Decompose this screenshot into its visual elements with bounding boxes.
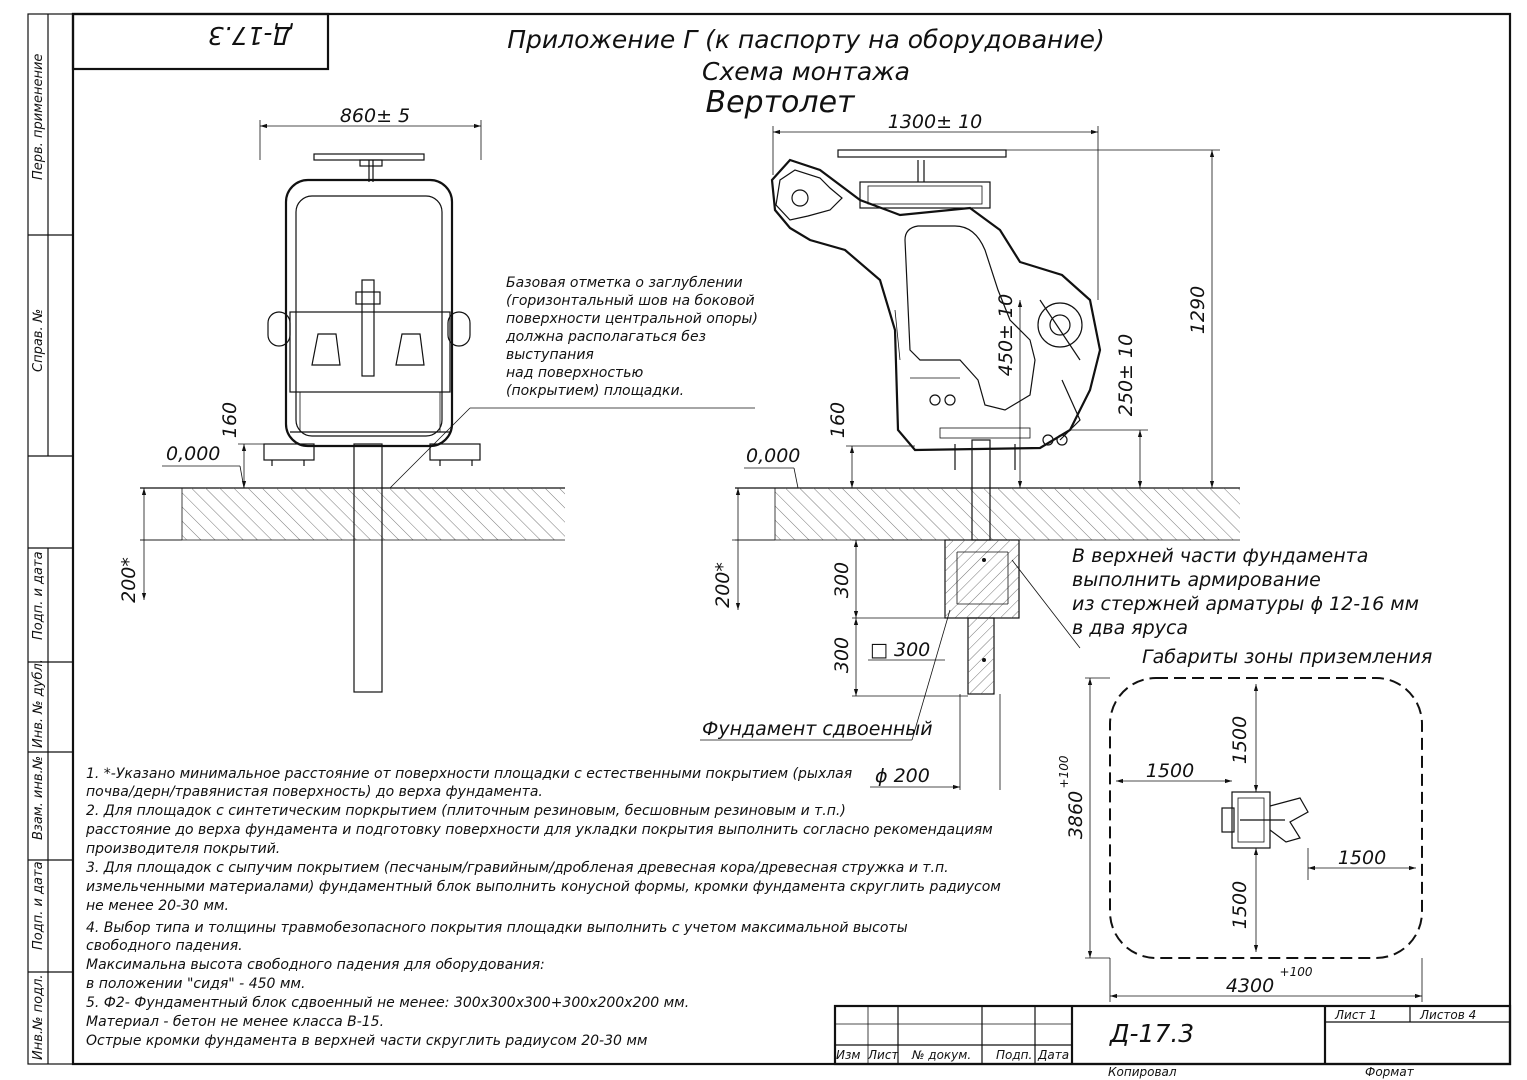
zone-machine-plan [1221, 791, 1309, 849]
found-square: □ 300 [870, 639, 930, 661]
front-cabin-frame [284, 178, 454, 448]
tb-sheet: Лист 1 [1334, 1008, 1377, 1022]
title-line-2: Схема монтажа [702, 57, 910, 86]
tb-sheets: Листов 4 [1419, 1008, 1476, 1022]
front-height-160: 160 [219, 402, 241, 438]
stamp-code-box: Д-17.3 [71, 12, 330, 71]
front-rotor [313, 153, 425, 161]
zone-height-dim: 3860 [1065, 791, 1087, 839]
side-seat-450: 450± 10 [995, 294, 1017, 376]
note-line: в положении "сидя" - 450 мм. [86, 976, 305, 992]
zone-width-dim: 4300 [1226, 975, 1274, 997]
tb-sign: Подп. [996, 1048, 1032, 1062]
zone-height-tol: +100 [1057, 755, 1071, 788]
side-width-dim: 1300± 10 [888, 111, 983, 133]
front-width-dim: 860± 5 [340, 105, 410, 127]
landing-zone: Габариты зоны приземления 1500 1500 1500… [1057, 646, 1432, 1002]
base-note-5: выступания [506, 347, 594, 363]
rebar-note-2: выполнить армирование [1072, 569, 1321, 591]
tb-doc: № докум. [911, 1048, 971, 1062]
note-line: свободного падения. [86, 938, 243, 954]
base-note-4: должна располагаться без [505, 329, 706, 345]
note-line: 1. *-Указано минимальное расстояние от п… [86, 766, 852, 782]
tb-izm: Изм [836, 1048, 860, 1062]
side-seat-250: 250± 10 [1115, 334, 1137, 416]
base-note: Базовая отметка о заглублении (горизонта… [505, 275, 758, 399]
base-note-3: поверхности центральной опоры) [506, 311, 758, 327]
tb-format: Формат [1365, 1065, 1415, 1079]
zone-right-dim: 1500 [1338, 847, 1386, 869]
note-line: почва/дерн/травянистая поверхность) до в… [86, 784, 543, 800]
side-post [971, 439, 991, 541]
side-window [904, 225, 1036, 411]
dup-inv-label: Инв. № дубл. [31, 659, 46, 748]
general-notes: 1. *-Указано минимальное расстояние от п… [85, 766, 1001, 1049]
zone-outline [1109, 677, 1423, 959]
front-depth-200: 200* [118, 557, 140, 603]
note-line: 3. Для площадок с сыпучим покрытием (пес… [86, 860, 949, 876]
sheet-title: Приложение Г (к паспорту на оборудование… [507, 25, 1105, 120]
note-line: измельченными материалами) фундаментный … [86, 879, 1001, 895]
note-line: Острые кромки фундамента в верхней части… [86, 1033, 648, 1049]
base-note-2: (горизонтальный шов на боковой [506, 293, 755, 309]
note-line: Максимальна высота свободного падения дл… [86, 957, 545, 973]
rebar-note-1: В верхней части фундамента [1072, 545, 1368, 567]
replace-inv-label: Взам. инв.№ [31, 756, 46, 840]
zone-left-dim: 1500 [1146, 760, 1194, 782]
first-use-label: Перв. применение [31, 54, 46, 180]
side-height-160: 160 [827, 402, 849, 438]
found-300-upper: 300 [831, 562, 853, 598]
side-height-1290: 1290 [1187, 286, 1209, 334]
tb-list: Лист [867, 1048, 899, 1062]
side-view: 1300± 10 1290 450± 10 250± 10 160 0,000 … [700, 111, 1240, 790]
zone-bottom-dim: 1500 [1229, 881, 1251, 929]
tb-copied: Копировал [1108, 1065, 1177, 1079]
note-line: Материал - бетон не менее класса В-15. [86, 1014, 384, 1030]
note-line: 5. Ф2- Фундаментный блок сдвоенный не ме… [86, 995, 689, 1011]
zone-title: Габариты зоны приземления [1142, 646, 1432, 668]
tb-code: Д-17.3 [1109, 1019, 1194, 1048]
side-level-mark: 0,000 [746, 445, 800, 467]
note-line: 2. Для площадок с синтетическим поркрыти… [86, 803, 846, 819]
base-note-7: (покрытием) площадки. [506, 383, 684, 399]
tb-date: Дата [1037, 1048, 1069, 1062]
front-post [353, 443, 383, 693]
title-block: Изм Лист № докум. Подп. Дата Д-17.3 Лист… [833, 1004, 1512, 1079]
rebar-note-3: из стержней арматуры ϕ 12-16 мм [1072, 593, 1419, 615]
zone-width-tol: +100 [1280, 965, 1313, 979]
side-ground-hatch [775, 488, 1240, 540]
found-300-lower: 300 [831, 637, 853, 673]
tail-rotor [775, 169, 843, 221]
rebar-note-4: в два яруса [1072, 617, 1188, 639]
sheet-frame [27, 12, 1512, 1066]
stamp-code: Д-17.3 [208, 21, 293, 50]
ref-no-label: Справ. № [31, 309, 46, 372]
foundation-label: Фундамент сдвоенный [702, 718, 933, 740]
rebar-note: В верхней части фундамента выполнить арм… [1072, 545, 1419, 639]
sign-date-label-1: Подп. и дата [31, 551, 46, 640]
base-note-6: над поверхностью [506, 365, 643, 381]
note-line: расстояние до верха фундамента и подгото… [85, 822, 993, 838]
title-line-1: Приложение Г (к паспорту на оборудование… [507, 25, 1105, 54]
front-level-mark: 0,000 [166, 443, 220, 465]
note-line: 4. Выбор типа и толщины травмобезопасног… [86, 920, 908, 936]
zone-top-dim: 1500 [1229, 716, 1251, 764]
found-diam: ϕ 200 [875, 765, 930, 787]
note-line: не менее 20-30 мм. [86, 898, 229, 914]
side-frame-labels: Перв. применение Справ. № Подп. и дата И… [31, 54, 46, 1060]
front-ground-hatch [182, 488, 565, 540]
orig-inv-label: Инв.№ подл. [31, 974, 46, 1060]
title-line-3: Вертолет [705, 85, 856, 120]
side-depth-200: 200* [712, 562, 734, 608]
side-rotor [837, 149, 1007, 158]
sign-date-label-2: Подп. и дата [31, 861, 46, 950]
front-view: 860± 5 160 0,000 200* [118, 105, 755, 693]
base-note-1: Базовая отметка о заглублении [506, 275, 743, 291]
note-line: производителя покрытий. [86, 841, 280, 857]
